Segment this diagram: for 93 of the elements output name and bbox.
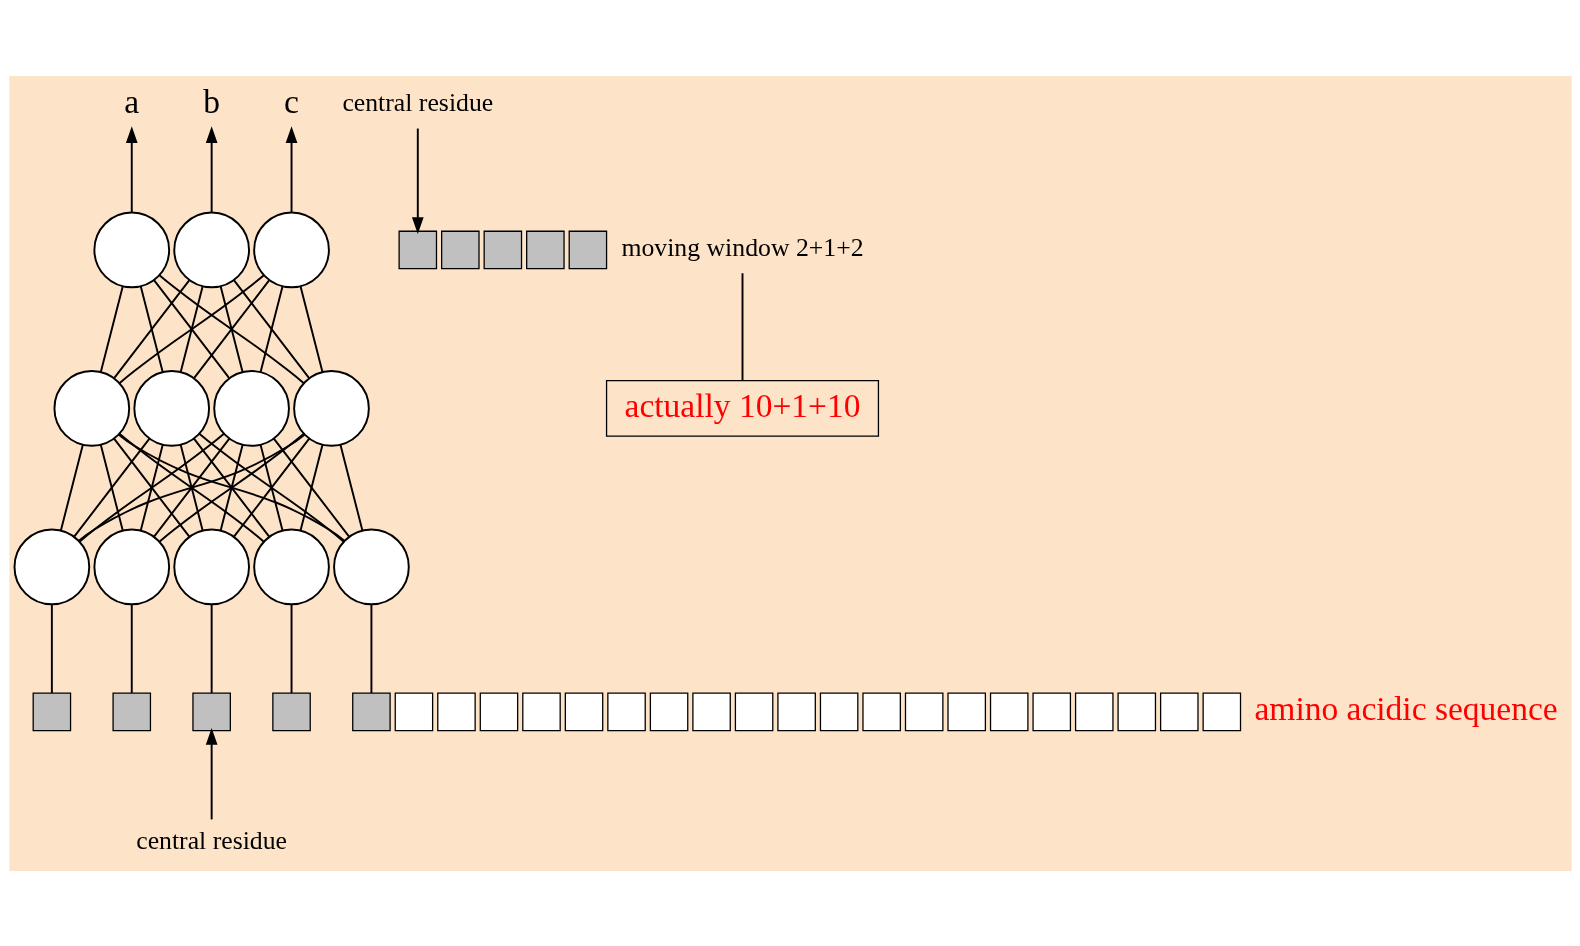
connector <box>210 603 213 694</box>
connector <box>157 273 305 384</box>
connector <box>59 443 84 531</box>
connector <box>259 284 284 373</box>
connector <box>232 437 310 537</box>
node-text: a <box>123 82 139 120</box>
node-circle <box>252 528 330 605</box>
connector <box>78 432 225 543</box>
connector <box>219 284 243 373</box>
arrow <box>411 127 424 234</box>
connector <box>130 603 133 694</box>
node-box <box>819 692 858 731</box>
node-box <box>568 230 607 269</box>
node-circle <box>292 369 370 447</box>
connector <box>272 437 350 537</box>
connector <box>157 432 305 543</box>
node-box <box>32 692 71 731</box>
node-box <box>564 692 603 731</box>
connector <box>369 603 372 694</box>
connector <box>232 278 310 379</box>
connector <box>259 443 283 531</box>
connector <box>192 437 270 537</box>
node-box <box>1116 692 1156 731</box>
connector <box>112 278 190 379</box>
connector <box>290 603 292 694</box>
node-circle <box>212 369 290 447</box>
connector <box>139 443 164 531</box>
node-circle <box>252 211 330 288</box>
node-circle <box>92 211 170 288</box>
node-box <box>111 692 151 731</box>
arrow <box>285 125 297 213</box>
node-box <box>191 692 231 731</box>
connector <box>77 433 305 542</box>
node-box <box>1159 692 1199 731</box>
arrow <box>125 125 138 213</box>
connector <box>179 443 204 531</box>
connector <box>219 443 244 531</box>
connector <box>99 443 124 531</box>
connector <box>197 432 345 543</box>
node-text: c <box>283 82 299 120</box>
node-text: moving window 2+1+2 <box>620 232 864 262</box>
connector <box>179 284 204 373</box>
connector <box>72 437 150 537</box>
node-box <box>691 692 731 731</box>
node-circle <box>332 528 410 605</box>
node-box <box>397 230 437 269</box>
connector <box>299 443 323 531</box>
node-box <box>904 692 943 731</box>
arrow <box>205 125 217 213</box>
connector <box>118 432 265 543</box>
connector <box>192 278 270 379</box>
node-circle <box>53 369 130 447</box>
connector <box>139 284 164 373</box>
connector <box>338 443 363 531</box>
node-text: central residue <box>135 825 287 855</box>
node-box <box>606 692 646 731</box>
node-box <box>989 692 1029 731</box>
node-box <box>440 230 480 269</box>
node-box: actually 10+1+10 <box>605 379 879 437</box>
node-box <box>1074 692 1114 731</box>
node-circle <box>13 528 90 605</box>
node-box <box>946 692 986 731</box>
node-box <box>436 692 476 731</box>
node-box <box>861 692 901 731</box>
node-box <box>1031 692 1071 731</box>
node-box <box>394 692 433 731</box>
node-box <box>521 692 561 731</box>
connector <box>117 433 345 542</box>
node-box <box>1202 692 1241 731</box>
connector <box>299 284 323 373</box>
node-box <box>479 692 518 731</box>
connector <box>152 437 230 537</box>
node-box <box>734 692 773 731</box>
node-circle <box>172 528 250 605</box>
connector <box>741 271 743 381</box>
node-circle <box>172 211 250 288</box>
node-box <box>525 230 565 269</box>
connector <box>99 284 124 373</box>
node-box <box>271 692 311 731</box>
node-box <box>776 692 816 731</box>
node-box <box>351 692 391 731</box>
node-text: central residue <box>341 87 493 117</box>
connector <box>118 273 265 384</box>
node-box <box>483 230 522 269</box>
arrow <box>205 727 217 820</box>
connector <box>112 437 190 537</box>
node-text: b <box>202 82 220 120</box>
node-box <box>649 692 688 731</box>
label: amino acidic sequence <box>1253 689 1558 727</box>
connector <box>152 278 230 379</box>
connector <box>50 603 53 694</box>
node-circle <box>132 369 210 447</box>
node-circle <box>92 528 170 605</box>
